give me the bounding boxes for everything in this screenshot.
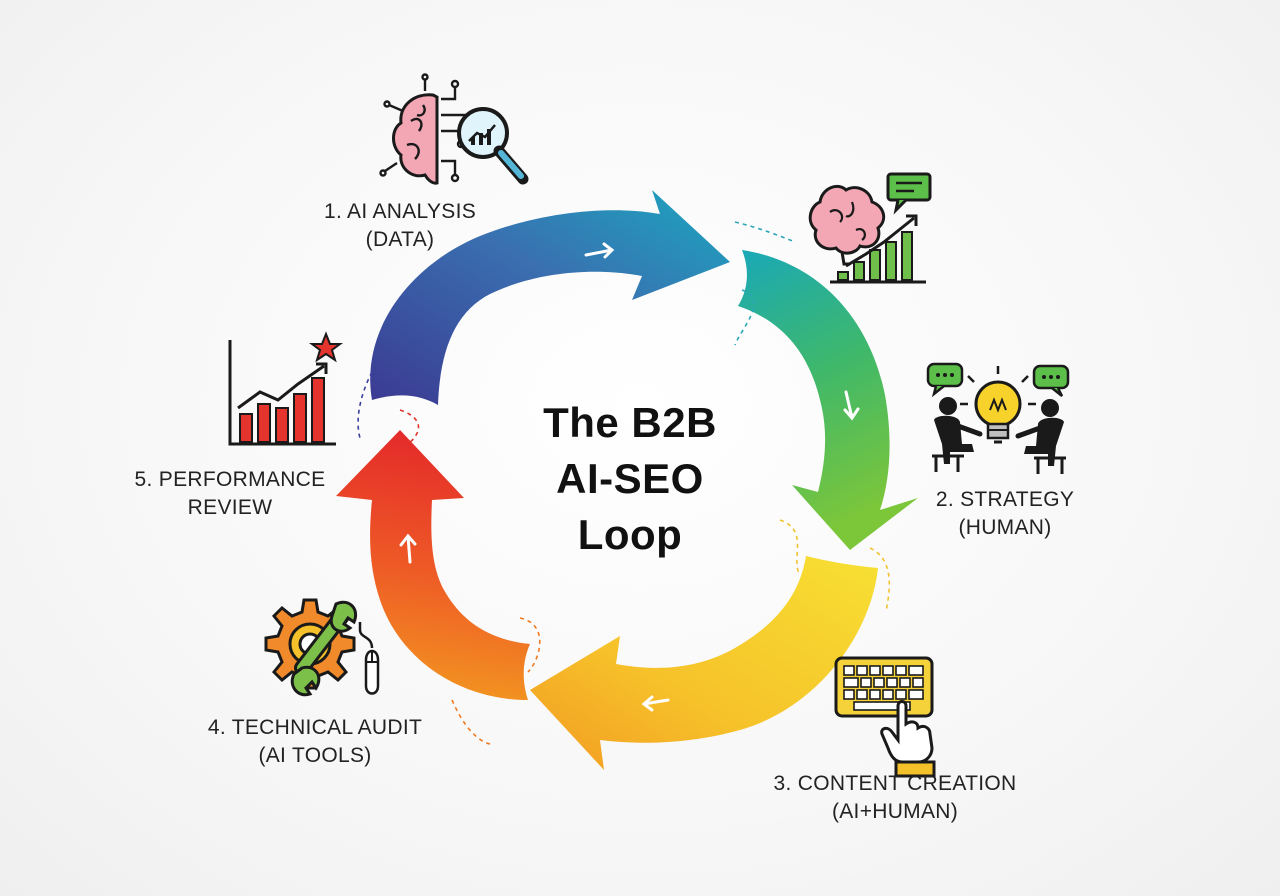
arrow-segment-green [738,250,918,550]
arrow-segment-red [336,430,530,700]
step-subtitle: REVIEW [187,496,273,519]
brain-magnifier-icon [379,73,529,185]
title-line-1: The B2B [543,399,717,446]
step-title: 5. PERFORMANCE [134,468,326,491]
step-subtitle: (AI TOOLS) [258,744,372,767]
dashed-connectors [357,221,891,745]
step-title: 4. TECHNICAL AUDIT [207,716,423,739]
arrow-segment-yellow [530,556,878,770]
step-subtitle: (HUMAN) [958,516,1052,539]
step-subtitle: (DATA) [365,228,435,251]
people-lightbulb-icon [926,362,1070,474]
step-title: 1. AI ANALYSIS [323,200,477,223]
keyboard-hand-icon [834,656,936,778]
step-title: 2. STRATEGY [935,488,1075,511]
bar-chart-star-icon [228,331,343,446]
step-subtitle: (AI+HUMAN) [831,800,959,823]
step-title: 3. CONTENT CREATION [773,772,1017,795]
brain-growth-chart-icon [808,172,932,284]
arrow-chevrons [399,242,860,712]
step-label-content-creation: 3. CONTENT CREATION (AI+HUMAN) [760,770,1030,826]
title-line-2: AI-SEO [556,455,704,502]
step-label-technical-audit: 4. TECHNICAL AUDIT (AI TOOLS) [195,714,435,770]
step-label-ai-analysis: 1. AI ANALYSIS (DATA) [300,198,500,254]
diagram-title: The B2B AI-SEO Loop [490,395,770,563]
gear-wrench-mouse-icon [264,598,380,697]
title-line-3: Loop [577,511,683,558]
arrow-segment-blue [370,190,730,405]
step-label-strategy: 2. STRATEGY (HUMAN) [900,486,1110,542]
step-label-performance-review: 5. PERFORMANCE REVIEW [115,466,345,522]
